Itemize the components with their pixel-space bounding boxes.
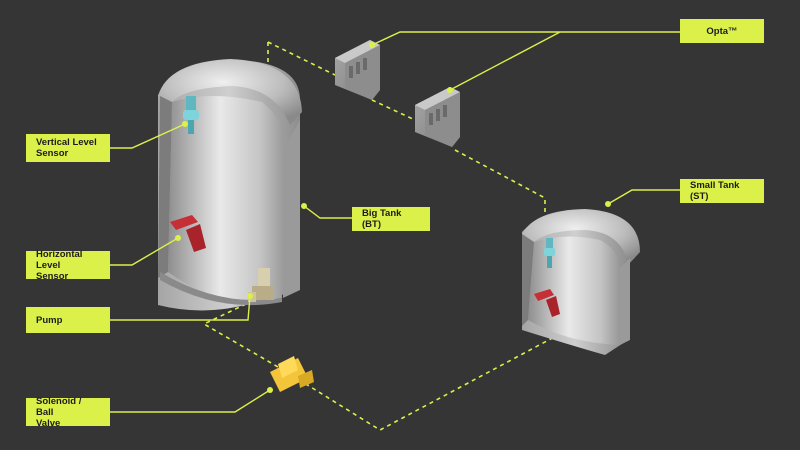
valve-callout-line xyxy=(110,389,271,413)
opta-label: Opta™ xyxy=(680,19,764,43)
callout-dots xyxy=(175,42,611,393)
callout-lines xyxy=(110,31,680,413)
small-tank-label: Small Tank (ST) xyxy=(680,179,764,203)
small-tank xyxy=(522,209,640,355)
small-tank-rim xyxy=(522,234,534,326)
pump-callout-line xyxy=(110,295,251,321)
small-tank-callout-line xyxy=(607,189,680,205)
small-tank-rim-edge xyxy=(618,258,630,346)
connection-lines xyxy=(202,41,561,431)
big-tank-rim-edge xyxy=(283,120,300,298)
opta-chain-line xyxy=(371,99,416,121)
opta-callout-line-2 xyxy=(449,31,561,91)
big-tank-floor-cut xyxy=(160,272,282,306)
big-tank-rim xyxy=(158,96,172,278)
small-tank-horizontal-sensor-icon xyxy=(534,289,560,317)
opta-controller-1 xyxy=(335,40,380,100)
vertical-sensor-label: Vertical Level Sensor xyxy=(26,134,110,162)
solenoid-valve-icon xyxy=(270,356,314,392)
big-tank-label: Big Tank (BT) xyxy=(352,207,430,231)
vertical-level-sensor-icon xyxy=(183,96,199,134)
opta-callout-line xyxy=(371,31,680,46)
small-tank-vertical-sensor-icon xyxy=(544,238,555,268)
pump-to-valve-line xyxy=(202,303,286,372)
valve-label: Solenoid / Ball Valve xyxy=(26,396,110,429)
big-tank-dome xyxy=(158,59,302,125)
pump-label: Pump xyxy=(26,307,110,333)
vertical-sensor-callout-line xyxy=(110,123,186,149)
small-tank-dome xyxy=(522,209,640,265)
valve-to-small-tank-line xyxy=(284,333,561,431)
horizontal-sensor-callout-line xyxy=(110,237,179,266)
horizontal-sensor-label: Horizontal Level Sensor xyxy=(26,249,110,282)
big-tank-callout-line xyxy=(303,205,352,219)
opta-to-small-tank-line xyxy=(454,149,546,215)
big-tank xyxy=(158,59,302,311)
horizontal-level-sensor-icon xyxy=(170,215,206,252)
opta-controller-2 xyxy=(415,87,460,147)
